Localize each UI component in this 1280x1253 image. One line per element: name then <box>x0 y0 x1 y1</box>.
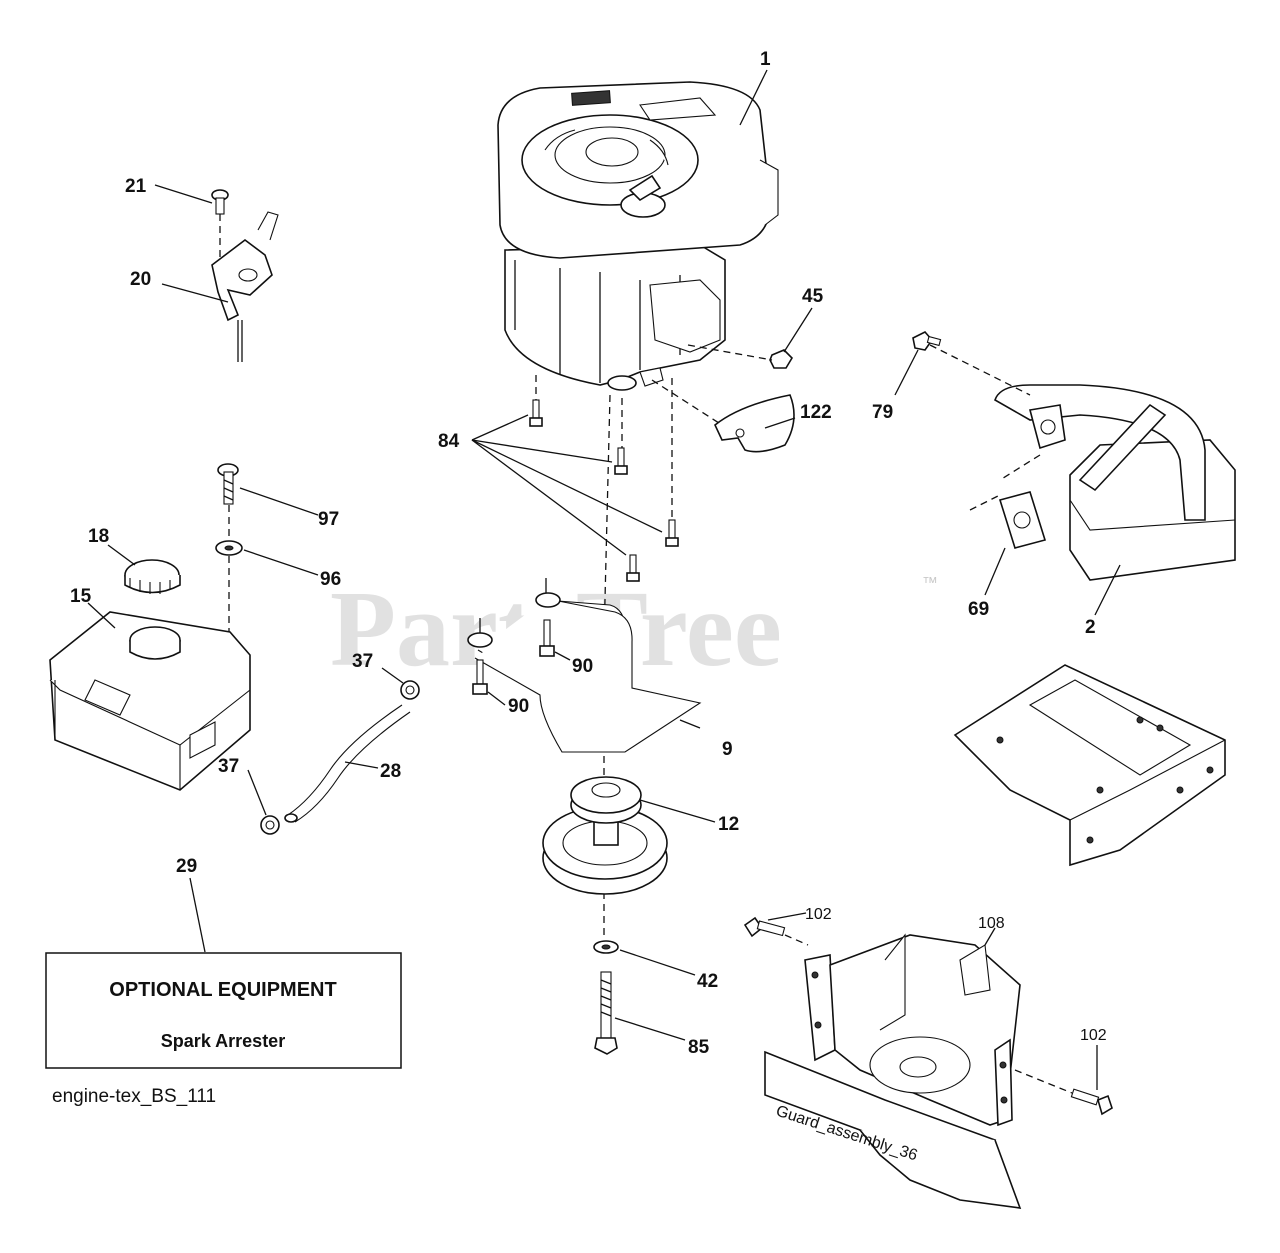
callout-21: 21 <box>125 176 147 197</box>
clamp-37-bottom <box>260 815 280 835</box>
diagram-code: engine-tex_BS_111 <box>52 1086 216 1107</box>
callout-1: 1 <box>760 49 771 70</box>
callout-102b: 102 <box>1080 1027 1107 1044</box>
clamp-37-top <box>400 680 420 700</box>
callout-122: 122 <box>800 402 832 423</box>
washer-42 <box>593 940 619 954</box>
fuel-line-28 <box>284 704 411 823</box>
callout-85: 85 <box>688 1037 710 1058</box>
bolt-102-left <box>743 916 786 938</box>
callout-102a: 102 <box>805 906 832 923</box>
bolts-90 <box>472 619 555 695</box>
callout-37a: 37 <box>352 651 373 672</box>
callout-2: 2 <box>1085 617 1096 638</box>
guard-108: Guard_assembly_36 <box>764 933 1022 1209</box>
bolts-84 <box>529 399 679 582</box>
callout-97: 97 <box>318 509 339 530</box>
callout-20: 20 <box>130 269 151 290</box>
callout-84: 84 <box>438 431 460 452</box>
callout-29: 29 <box>176 856 197 877</box>
optional-equipment-title: OPTIONAL EQUIPMENT <box>109 979 336 1001</box>
fuel-cap-18 <box>124 559 181 594</box>
bolt-85 <box>594 971 618 1055</box>
callout-42: 42 <box>697 971 718 992</box>
engine <box>497 81 779 391</box>
screw-21 <box>211 189 229 215</box>
fuel-tank-15 <box>49 611 251 791</box>
bolt-97 <box>217 463 239 505</box>
callout-28: 28 <box>380 761 401 782</box>
callout-15: 15 <box>70 586 92 607</box>
washer-96 <box>215 540 243 556</box>
callout-79: 79 <box>872 402 893 423</box>
bolt-79 <box>912 331 942 351</box>
callout-45: 45 <box>802 286 824 307</box>
nut-45 <box>769 349 794 369</box>
belt-guide-9 <box>467 578 702 753</box>
trademark-symbol: ™ <box>922 575 938 592</box>
throttle-control-20 <box>211 211 279 362</box>
shield-122 <box>714 394 795 453</box>
bolt-102-right <box>1070 1088 1113 1116</box>
callout-108: 108 <box>978 915 1005 932</box>
callout-18: 18 <box>88 526 109 547</box>
spark-arrester-label: Spark Arrester <box>161 1031 285 1051</box>
gasket-69 <box>998 491 1047 549</box>
mounting-plate <box>953 664 1226 867</box>
callout-12: 12 <box>718 814 739 835</box>
callout-9: 9 <box>722 739 733 760</box>
callout-90a: 90 <box>572 656 593 677</box>
callout-90b: 90 <box>508 696 529 717</box>
optional-equipment-box <box>45 952 402 1069</box>
muffler-2 <box>994 384 1236 581</box>
callout-69: 69 <box>968 599 989 620</box>
callout-37b: 37 <box>218 756 239 777</box>
pulley-12 <box>542 776 668 895</box>
callout-96: 96 <box>320 569 341 590</box>
